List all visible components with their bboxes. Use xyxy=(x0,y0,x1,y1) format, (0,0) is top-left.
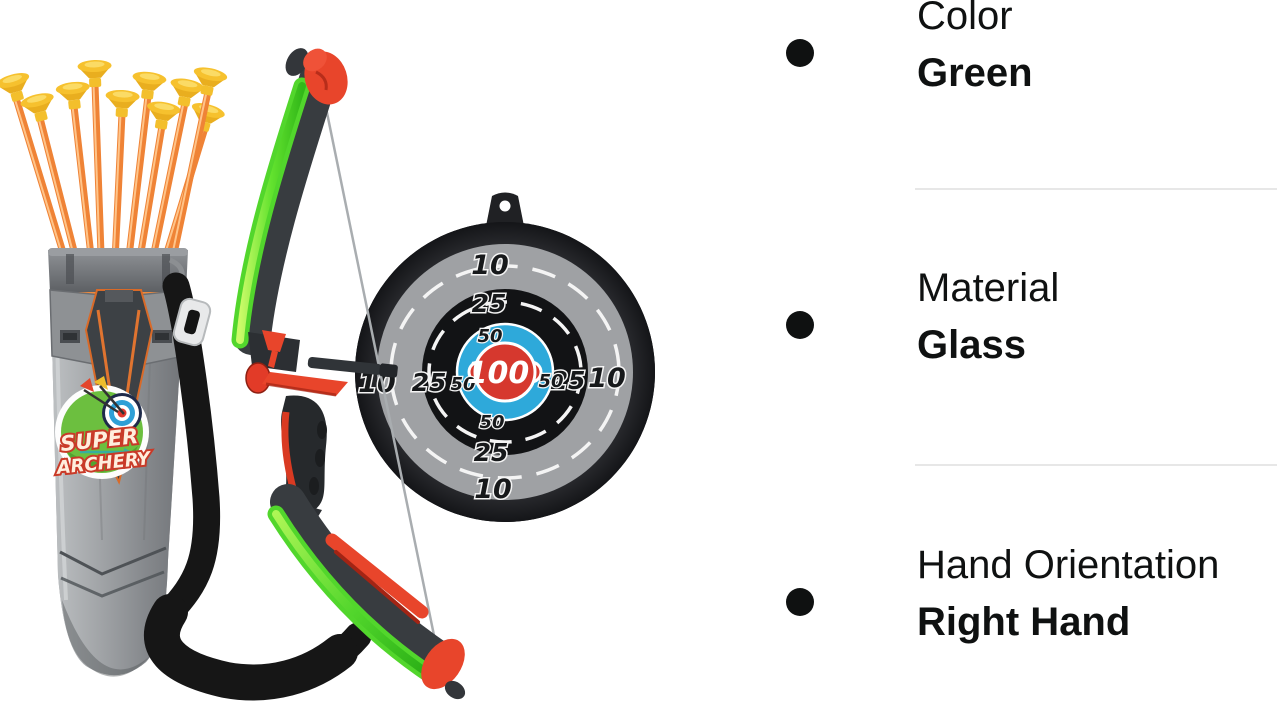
bow-string xyxy=(323,102,439,651)
target: 10 10 10 10 25 25 25 25 50 50 50 50 100 xyxy=(355,192,655,522)
bullet-icon xyxy=(786,39,814,67)
bow-lower-limb xyxy=(270,484,458,678)
strap-slider xyxy=(172,297,212,347)
target-score-50-left: 50 xyxy=(450,374,475,395)
attribute-label: Color xyxy=(917,0,1013,38)
product-illustration: SUPER ARCHERY xyxy=(0,48,655,701)
quiver-bottom-ridge xyxy=(59,546,167,576)
badge-arrows xyxy=(80,376,132,456)
target-score-25-left: 25 xyxy=(412,368,447,397)
bow-red-bar xyxy=(262,372,348,396)
bow-upper-limb xyxy=(233,61,337,355)
divider xyxy=(915,188,1277,190)
target-score-25-top: 25 xyxy=(472,289,507,318)
bow-lower-red-accent xyxy=(325,533,429,619)
quiver: SUPER ARCHERY xyxy=(48,248,188,677)
target-bullseye xyxy=(467,341,543,403)
bow-tip-bottom xyxy=(421,638,465,690)
target-score-50-top: 50 xyxy=(477,326,502,347)
target-score-50-bottom: 50 xyxy=(479,412,504,433)
arrow-rest-rod xyxy=(307,357,398,378)
attribute-label: Material xyxy=(917,266,1060,310)
attribute-value: Green xyxy=(917,51,1033,95)
target-score-100: 100 xyxy=(467,356,530,391)
attribute-value: Right Hand xyxy=(917,600,1131,644)
attribute-item-material: Material Glass xyxy=(760,260,1277,390)
attribute-label: Hand Orientation xyxy=(917,543,1220,587)
attribute-item-hand-orientation: Hand Orientation Right Hand xyxy=(760,537,1277,667)
target-score-25-right: 25 xyxy=(551,366,586,395)
target-score-10-bottom: 10 xyxy=(474,474,512,505)
quiver-rim xyxy=(48,250,188,292)
target-score-50-right: 50 xyxy=(538,371,563,392)
product-attributes-panel: Color Green Material Glass Hand Orientat… xyxy=(760,0,1277,708)
product-image[interactable]: SUPER ARCHERY xyxy=(0,0,760,708)
bow-top-cap xyxy=(285,48,309,76)
bullet-icon xyxy=(786,311,814,339)
attribute-item-color: Color Green xyxy=(760,0,1277,118)
shoulder-strap xyxy=(144,257,372,701)
logo-badge: SUPER ARCHERY xyxy=(52,376,155,481)
bullet-icon xyxy=(786,588,814,616)
divider xyxy=(915,464,1277,466)
target-score-10-right: 10 xyxy=(588,363,626,394)
attribute-value: Glass xyxy=(917,323,1026,367)
target-score-10-top: 10 xyxy=(471,250,509,281)
target-hanger-hole xyxy=(499,200,511,212)
target-score-25-bottom: 25 xyxy=(474,438,509,467)
bow xyxy=(231,48,466,700)
